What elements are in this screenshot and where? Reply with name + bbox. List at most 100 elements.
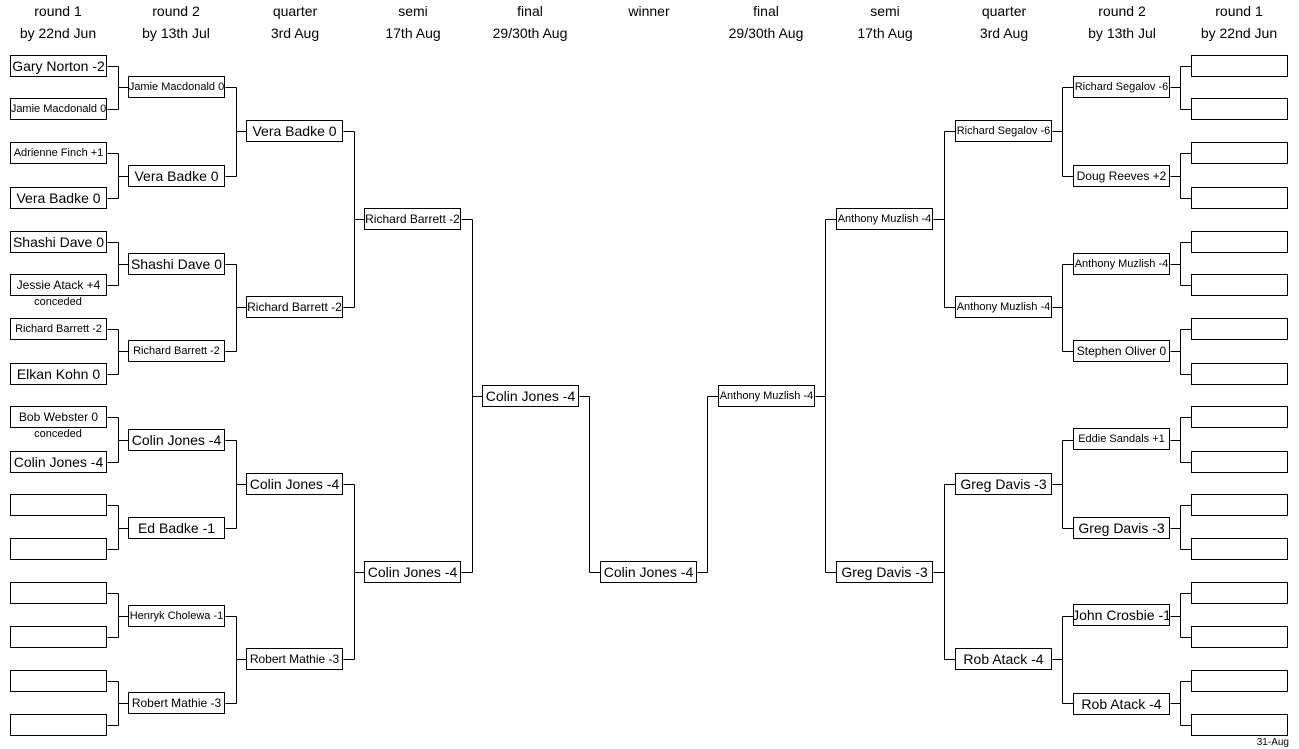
left-round1-slot-9: Bob Webster 0 bbox=[10, 406, 107, 428]
header-date: 29/30th Aug bbox=[492, 25, 568, 41]
left-semi-slot-1: Richard Barrett -2 bbox=[364, 208, 461, 230]
header-title: semi bbox=[870, 3, 900, 19]
header-right-round2: round 2 by 13th Jul bbox=[1067, 0, 1177, 44]
header-title: round 2 bbox=[1098, 3, 1146, 19]
right-round1-slot-14 bbox=[1191, 626, 1288, 648]
right-round2-slot-6: Greg Davis -3 bbox=[1073, 517, 1170, 539]
winner-slot: Colin Jones -4 bbox=[600, 561, 697, 583]
right-semi-slot-1: Anthony Muzlish -4 bbox=[836, 208, 933, 230]
header-date: by 22nd Jun bbox=[19, 25, 97, 41]
header-date: by 22nd Jun bbox=[1200, 25, 1278, 41]
right-round1-slot-1 bbox=[1191, 55, 1288, 77]
conceded-note: conceded bbox=[34, 296, 82, 308]
header-right-semi: semi 17th Aug bbox=[830, 0, 940, 44]
right-semi-slot-2: Greg Davis -3 bbox=[836, 561, 933, 583]
left-round1-slot-10: Colin Jones -4 bbox=[10, 451, 107, 473]
left-round1-slot-16 bbox=[10, 714, 107, 736]
left-round2-slot-6: Ed Badke -1 bbox=[128, 517, 225, 539]
left-round1-slot-14 bbox=[10, 626, 107, 648]
header-date: by 13th Jul bbox=[142, 25, 210, 41]
left-round1-slot-4: Vera Badke 0 bbox=[10, 187, 107, 209]
left-round1-slot-15 bbox=[10, 670, 107, 692]
right-round1-slot-10 bbox=[1191, 451, 1288, 473]
left-round2-slot-5: Colin Jones -4 bbox=[128, 429, 225, 451]
header-left-round2: round 2 by 13th Jul bbox=[121, 0, 231, 44]
right-quarter-slot-4: Rob Atack -4 bbox=[955, 648, 1052, 670]
header-left-quarter: quarter 3rd Aug bbox=[240, 0, 350, 44]
left-round1-slot-5: Shashi Dave 0 bbox=[10, 231, 107, 253]
left-quarter-slot-4: Robert Mathie -3 bbox=[246, 648, 343, 670]
header-title: quarter bbox=[981, 3, 1027, 19]
header-left-semi: semi 17th Aug bbox=[358, 0, 468, 44]
left-round1-slot-7: Richard Barrett -2 bbox=[10, 318, 107, 340]
left-round1-slot-3: Adrienne Finch +1 bbox=[10, 142, 107, 164]
left-round1-slot-13 bbox=[10, 582, 107, 604]
right-round1-slot-15 bbox=[1191, 670, 1288, 692]
right-round1-slot-6 bbox=[1191, 274, 1288, 296]
left-final-slot: Colin Jones -4 bbox=[482, 385, 579, 407]
right-round1-slot-8 bbox=[1191, 363, 1288, 385]
right-final-slot: Anthony Muzlish -4 bbox=[718, 385, 815, 407]
right-round2-slot-3: Anthony Muzlish -4 bbox=[1073, 253, 1170, 275]
header-title: round 1 bbox=[34, 3, 82, 19]
header-date: 3rd Aug bbox=[270, 25, 320, 41]
right-round1-slot-7 bbox=[1191, 318, 1288, 340]
header-title: final bbox=[517, 3, 543, 19]
header-left-final: final 29/30th Aug bbox=[475, 0, 585, 44]
left-round2-slot-2: Vera Badke 0 bbox=[128, 165, 225, 187]
left-quarter-slot-1: Vera Badke 0 bbox=[246, 120, 343, 142]
left-round1-slot-11 bbox=[10, 494, 107, 516]
left-quarter-slot-3: Colin Jones -4 bbox=[246, 473, 343, 495]
header-right-final: final 29/30th Aug bbox=[711, 0, 821, 44]
right-round1-slot-11 bbox=[1191, 494, 1288, 516]
left-round2-slot-8: Robert Mathie -3 bbox=[128, 692, 225, 714]
left-semi-slot-2: Colin Jones -4 bbox=[364, 561, 461, 583]
right-round1-slot-13 bbox=[1191, 582, 1288, 604]
right-round2-slot-8: Rob Atack -4 bbox=[1073, 693, 1170, 715]
right-round1-slot-9 bbox=[1191, 406, 1288, 428]
right-round2-slot-5: Eddie Sandals +1 bbox=[1073, 428, 1170, 450]
header-winner: winner bbox=[594, 0, 704, 22]
header-right-round1: round 1 by 22nd Jun bbox=[1184, 0, 1294, 44]
left-round1-slot-12 bbox=[10, 538, 107, 560]
header-date: 3rd Aug bbox=[979, 25, 1029, 41]
right-quarter-slot-1: Richard Segalov -6 bbox=[955, 120, 1052, 142]
right-quarter-slot-3: Greg Davis -3 bbox=[955, 473, 1052, 495]
header-date: 17th Aug bbox=[385, 25, 441, 41]
conceded-note: conceded bbox=[34, 428, 82, 440]
left-round2-slot-1: Jamie Macdonald 0 bbox=[128, 76, 225, 98]
header-title: winner bbox=[628, 3, 670, 19]
right-quarter-slot-2: Anthony Muzlish -4 bbox=[955, 296, 1052, 318]
right-round2-slot-1: Richard Segalov -6 bbox=[1073, 76, 1170, 98]
right-round1-slot-4 bbox=[1191, 187, 1288, 209]
left-round2-slot-7: Henryk Cholewa -1 bbox=[128, 605, 225, 627]
right-round1-slot-2 bbox=[1191, 98, 1288, 120]
left-round1-slot-2: Jamie Macdonald 0 bbox=[10, 98, 107, 120]
left-round1-slot-8: Elkan Kohn 0 bbox=[10, 363, 107, 385]
header-date: 29/30th Aug bbox=[728, 25, 804, 41]
left-quarter-slot-2: Richard Barrett -2 bbox=[246, 296, 343, 318]
header-title: final bbox=[753, 3, 779, 19]
left-round1-slot-6: Jessie Atack +4 bbox=[10, 274, 107, 296]
left-round2-slot-4: Richard Barrett -2 bbox=[128, 340, 225, 362]
header-title: round 2 bbox=[152, 3, 200, 19]
header-title: semi bbox=[398, 3, 428, 19]
left-round1-slot-1: Gary Norton -2 bbox=[10, 55, 107, 77]
header-left-round1: round 1 by 22nd Jun bbox=[3, 0, 113, 44]
right-round1-slot-5 bbox=[1191, 231, 1288, 253]
footer-date: 31-Aug bbox=[1256, 737, 1289, 748]
right-round1-slot-16 bbox=[1191, 714, 1288, 736]
header-right-quarter: quarter 3rd Aug bbox=[949, 0, 1059, 44]
right-round2-slot-2: Doug Reeves +2 bbox=[1073, 165, 1170, 187]
header-date: by 13th Jul bbox=[1088, 25, 1156, 41]
right-round2-slot-7: John Crosbie -1 bbox=[1073, 604, 1170, 626]
header-date: 17th Aug bbox=[857, 25, 913, 41]
left-round2-slot-3: Shashi Dave 0 bbox=[128, 253, 225, 275]
right-round2-slot-4: Stephen Oliver 0 bbox=[1073, 340, 1170, 362]
right-round1-slot-12 bbox=[1191, 538, 1288, 560]
right-round1-slot-3 bbox=[1191, 142, 1288, 164]
header-title: quarter bbox=[272, 3, 318, 19]
header-title: round 1 bbox=[1215, 3, 1263, 19]
